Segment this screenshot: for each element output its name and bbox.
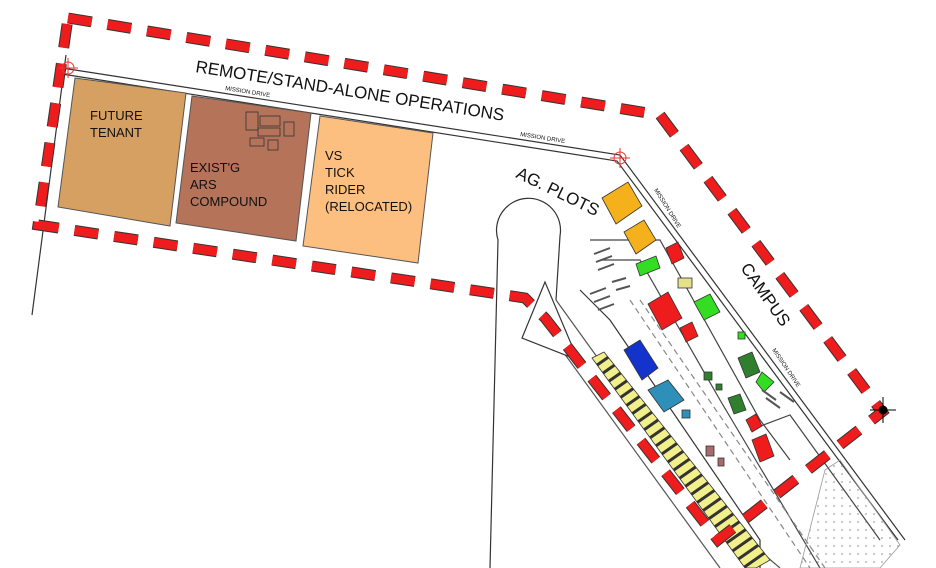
- svg-text:ARS: ARS: [190, 177, 217, 192]
- building-red-2: [647, 291, 683, 331]
- hatched-strip: [591, 351, 771, 568]
- campus-buildings: [601, 181, 775, 467]
- building-red-5: [751, 433, 775, 463]
- parcel-future-tenant[interactable]: [57, 77, 187, 227]
- building-blue: [623, 339, 659, 381]
- mission-drive-label: MISSION DRIVE: [652, 188, 681, 230]
- survey-marker-icon: [58, 58, 630, 168]
- svg-text:(RELOCATED): (RELOCATED): [325, 199, 412, 214]
- svg-text:TENANT: TENANT: [90, 125, 142, 140]
- ag-plots-label: AG. PLOTS: [513, 164, 602, 220]
- svg-text:TICK: TICK: [325, 165, 355, 180]
- svg-text:VS: VS: [325, 148, 343, 163]
- building-orange-2: [623, 219, 657, 255]
- building-green-2: [693, 293, 721, 321]
- parcel-existing-ars-compound[interactable]: [175, 95, 312, 242]
- svg-text:COMPOUND: COMPOUND: [190, 194, 267, 209]
- ars-building-outlines: [245, 111, 295, 151]
- svg-text:RIDER: RIDER: [325, 182, 365, 197]
- building-red-1: [665, 241, 685, 265]
- vs-tick-rider-label: VS TICK RIDER (RELOCATED): [325, 148, 412, 214]
- building-red-3: [679, 321, 699, 343]
- corner-marker-icon: [870, 397, 896, 423]
- building-green-1: [635, 255, 661, 277]
- building-orange-1: [601, 181, 643, 225]
- future-tenant-label: FUTURE TENANT: [90, 108, 143, 140]
- ars-compound-label: EXIST'G ARS COMPOUND: [190, 160, 267, 209]
- building-teal: [647, 379, 685, 413]
- building-red-4: [745, 413, 763, 433]
- mission-drive-label: MISSION DRIVE: [770, 348, 800, 389]
- parking-lots: [589, 247, 795, 409]
- svg-text:EXIST'G: EXIST'G: [190, 160, 240, 175]
- campus-label: CAMPUS: [737, 259, 794, 329]
- ag-plots-cul-de-sac: [489, 197, 562, 568]
- dotted-field: [799, 459, 901, 568]
- parcel-vs-tick-rider[interactable]: [302, 115, 434, 264]
- building-green-3: [755, 371, 775, 393]
- svg-text:FUTURE: FUTURE: [90, 108, 143, 123]
